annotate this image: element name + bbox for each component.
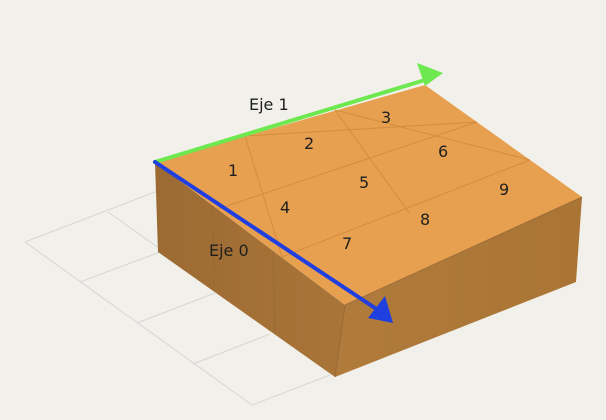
axis1-label: Eje 1	[249, 95, 289, 114]
cell-label-1: 1	[228, 161, 238, 180]
cell-label-8: 8	[420, 210, 430, 229]
front-face-shading	[212, 204, 276, 334]
cell-label-4: 4	[280, 198, 290, 217]
top-grid-lines	[217, 109, 531, 258]
cell-label-3: 3	[381, 108, 391, 127]
cell-label-9: 9	[499, 180, 509, 199]
box-top-face	[155, 85, 582, 305]
cell-label-2: 2	[304, 134, 314, 153]
box-right-face	[335, 197, 582, 377]
axis0-arrow	[153, 160, 393, 323]
axis1-arrow	[153, 63, 443, 164]
box-front-face	[155, 162, 345, 377]
cell-labels: 1 2 3 4 5 6 7 8 9	[228, 108, 509, 253]
axis0-label: Eje 0	[209, 241, 249, 260]
cell-label-5: 5	[359, 173, 369, 192]
box-edges	[334, 196, 583, 378]
cell-label-7: 7	[342, 234, 352, 253]
cell-label-6: 6	[438, 142, 448, 161]
